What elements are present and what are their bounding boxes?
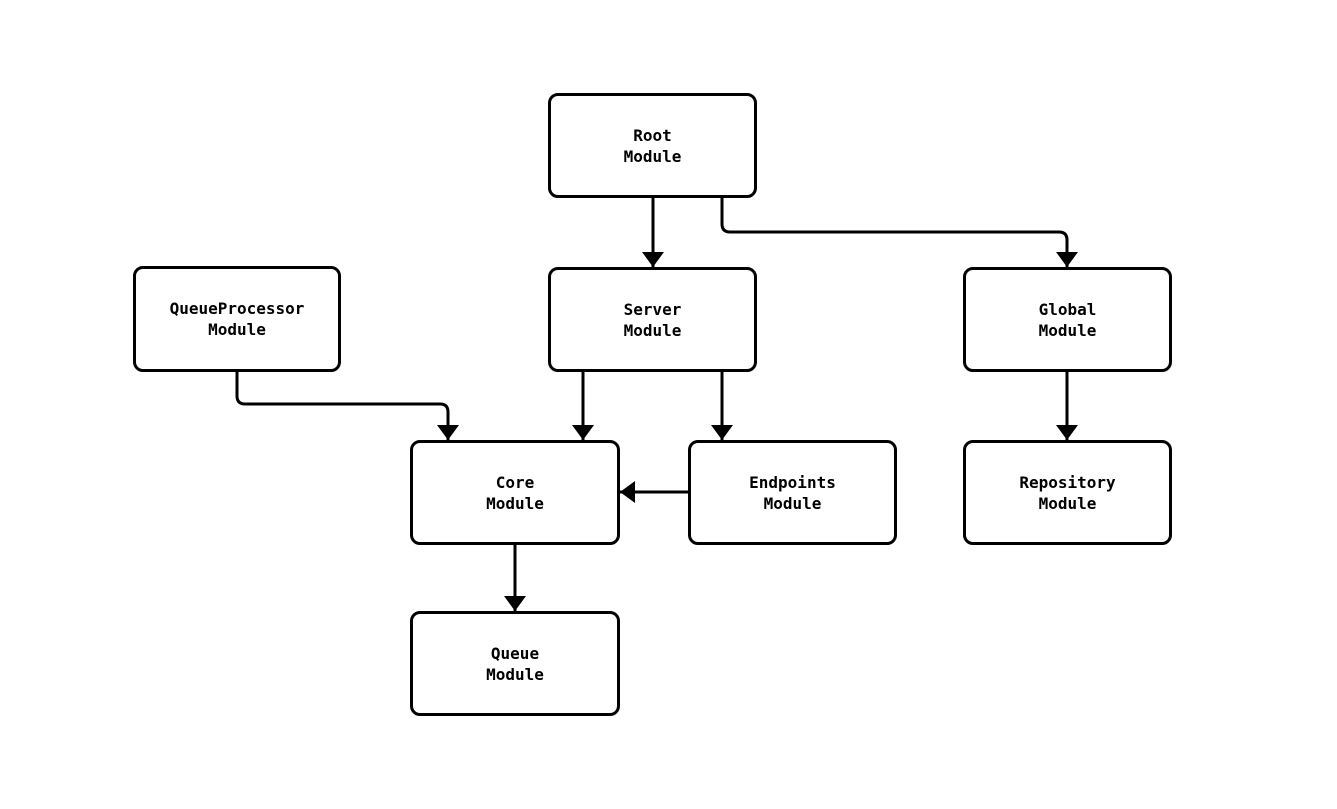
node-queueprocessor-module: QueueProcessor Module bbox=[133, 266, 341, 372]
node-repository-module-label: Repository Module bbox=[1019, 472, 1116, 513]
node-endpoints-module-label: Endpoints Module bbox=[749, 472, 836, 513]
node-repository-module: Repository Module bbox=[963, 440, 1172, 545]
node-server-module-label: Server Module bbox=[623, 299, 682, 340]
edge-queueprocessor-to-core bbox=[235, 372, 459, 440]
node-core-module: Core Module bbox=[410, 440, 620, 545]
node-root-module: Root Module bbox=[548, 93, 757, 198]
node-queue-module: Queue Module bbox=[410, 611, 620, 716]
node-queueprocessor-module-label: QueueProcessor Module bbox=[169, 299, 305, 339]
node-endpoints-module: Endpoints Module bbox=[688, 440, 897, 545]
node-global-module: Global Module bbox=[963, 267, 1172, 372]
node-root-module-label: Root Module bbox=[623, 125, 682, 166]
node-core-module-label: Core Module bbox=[486, 472, 544, 513]
node-server-module: Server Module bbox=[548, 267, 757, 372]
node-global-module-label: Global Module bbox=[1038, 299, 1097, 340]
node-queue-module-label: Queue Module bbox=[486, 643, 544, 684]
edge-root-to-global bbox=[720, 198, 1078, 267]
